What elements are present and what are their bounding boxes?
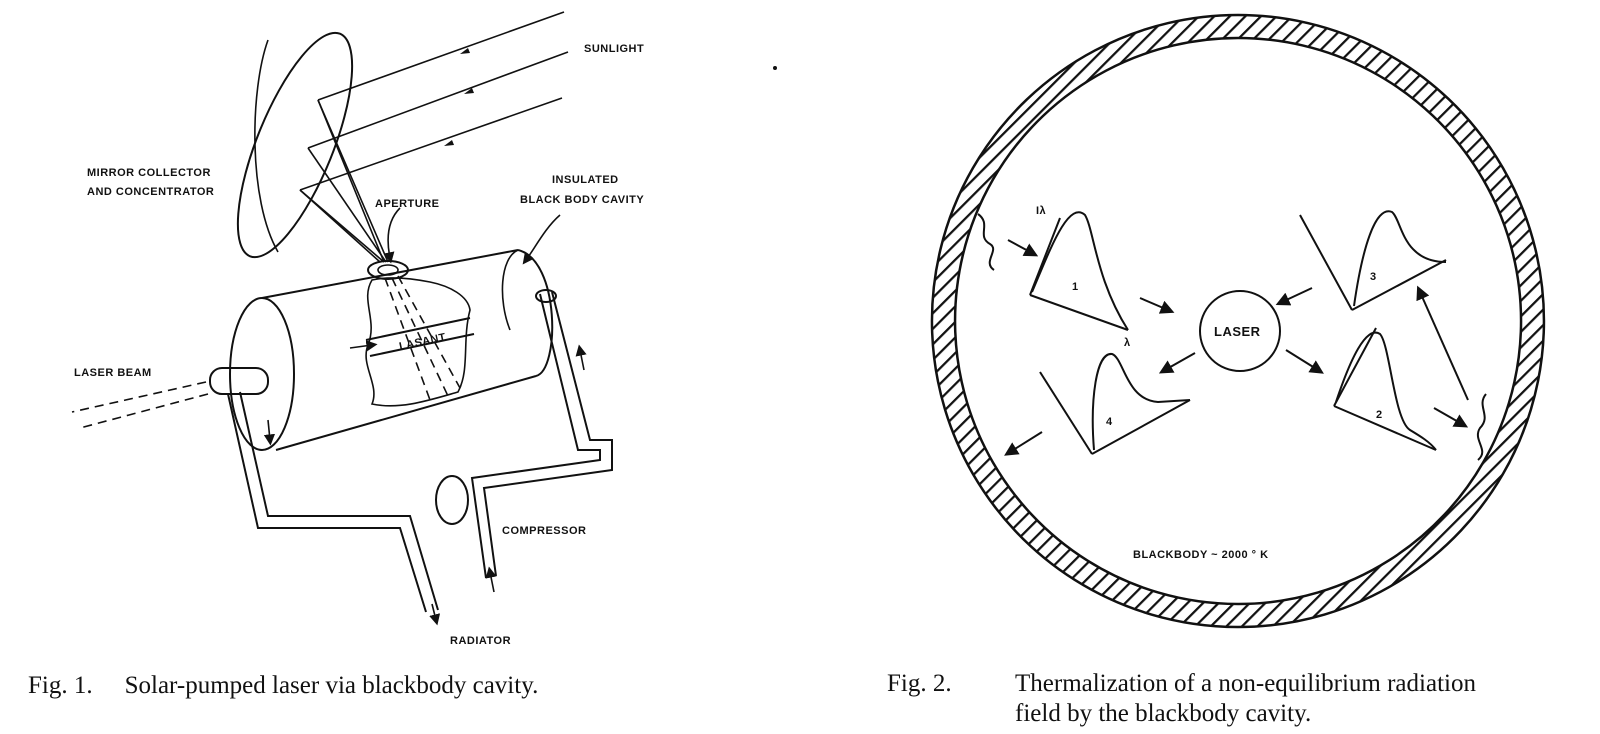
mirror-collector — [236, 31, 354, 259]
fig1-caption-number: Fig. 1. — [28, 672, 93, 699]
axis-wavelength: λ — [1124, 337, 1131, 349]
label-cavity-2: BLACK BODY CAVITY — [520, 194, 644, 206]
compressor-unit — [435, 475, 469, 525]
blackbody-cylinder — [229, 249, 554, 451]
fig2-caption-line1: Thermalization of a non-equilibrium radi… — [1015, 670, 1476, 697]
fig2-caption: Fig. 2. Thermalization of a non-equilibr… — [887, 669, 1587, 729]
spectrum-4-label: 4 — [1106, 416, 1113, 428]
label-laser-beam: LASER BEAM — [74, 367, 152, 379]
label-sunlight: SUNLIGHT — [584, 43, 644, 55]
spectrum-2: 2 — [1333, 327, 1437, 451]
spectrum-3-label: 3 — [1370, 271, 1377, 283]
axis-intensity: Iλ — [1036, 205, 1046, 217]
fig2-caption-number: Fig. 2. — [887, 670, 952, 697]
spectrum-2-label: 2 — [1376, 409, 1383, 421]
label-aperture: APERTURE — [375, 198, 440, 210]
laser-core — [1199, 290, 1281, 372]
lasant-cutaway — [349, 275, 475, 407]
fig1-diagram: SUNLIGHT MIRROR COLLECTOR AND CONCENTRAT… — [71, 11, 644, 647]
laser-output — [71, 367, 269, 429]
radiation-arrows — [1004, 239, 1469, 456]
fig2-caption-line2: field by the blackbody cavity. — [1015, 700, 1312, 727]
label-radiator: RADIATOR — [450, 635, 511, 647]
fig2-diagram: LASER 1 Iλ λ 3 4 2 — [930, 13, 1546, 629]
aperture — [367, 207, 409, 280]
fig1-caption: Fig. 1. Solar-pumped laser via blackbody … — [28, 671, 538, 701]
cavity-wall — [930, 13, 1546, 629]
label-compressor: COMPRESSOR — [502, 525, 586, 537]
fig1-caption-text: Solar-pumped laser via blackbody cavity. — [124, 672, 539, 699]
label-mirror-2: AND CONCENTRATOR — [87, 186, 214, 198]
label-cavity-1: INSULATED — [552, 174, 619, 186]
spectrum-4: 4 — [1039, 353, 1191, 455]
label-laser: LASER — [1214, 324, 1261, 339]
coolant-piping — [227, 289, 613, 626]
spectrum-3: 3 — [1299, 210, 1447, 311]
sunlight-rays — [299, 11, 569, 263]
label-blackbody: BLACKBODY ~ 2000 ° K — [1133, 549, 1269, 561]
spectrum-1: 1 Iλ λ — [1029, 205, 1131, 349]
label-mirror-1: MIRROR COLLECTOR — [87, 167, 211, 179]
spectrum-1-label: 1 — [1072, 281, 1079, 293]
